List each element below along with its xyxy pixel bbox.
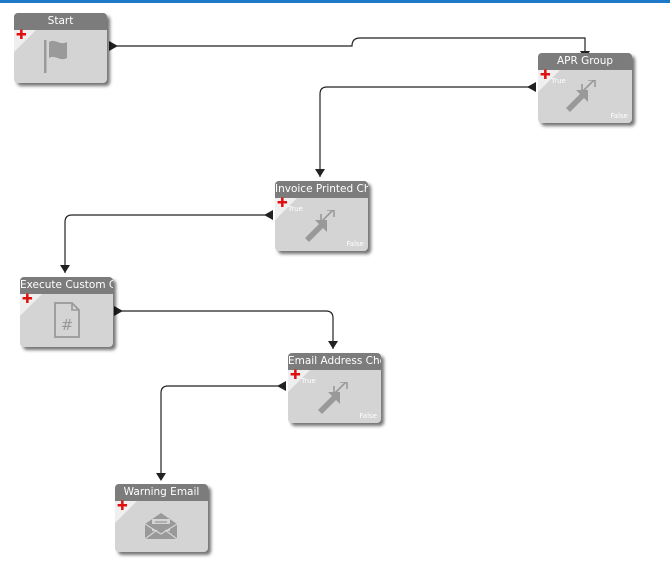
false-label: False <box>346 240 364 248</box>
node-warning-email[interactable]: Warning Email ✚ <box>115 484 208 552</box>
node-corner-tab <box>14 30 36 52</box>
node-corner-tab <box>20 294 42 316</box>
node-title: Warning Email <box>115 484 208 501</box>
add-icon[interactable]: ✚ <box>290 368 301 383</box>
node-corner-tab <box>288 370 310 392</box>
node-title: Email Address Che <box>288 353 381 370</box>
decision-arrows-icon <box>318 382 348 414</box>
connector-execute-to-email <box>121 310 334 349</box>
true-label: True <box>301 377 316 385</box>
email-envelope-icon <box>144 513 178 540</box>
code-document-icon: # <box>54 302 80 338</box>
arrowhead-email <box>328 341 338 349</box>
connector-apr-to-invoice <box>319 86 536 177</box>
node-start[interactable]: Start ✚ <box>14 13 107 83</box>
arrowhead-warning <box>156 473 166 481</box>
arrowhead-execute <box>60 265 70 273</box>
input-arrow-apr-true <box>527 82 536 92</box>
add-icon[interactable]: ✚ <box>22 292 33 307</box>
output-arrow-start <box>109 41 118 51</box>
input-arrow-email-true <box>277 381 286 391</box>
node-title: Execute Custom Co <box>20 277 113 294</box>
add-icon[interactable]: ✚ <box>540 68 551 83</box>
node-title: Invoice Printed Che <box>275 181 368 198</box>
output-arrow-execute <box>114 306 123 316</box>
true-label: True <box>288 205 303 213</box>
node-invoice-printed-check[interactable]: Invoice Printed Che ✚ True False <box>275 181 368 251</box>
node-apr-group[interactable]: APR Group ✚ True False <box>538 53 632 123</box>
flag-icon <box>44 40 67 73</box>
node-title: APR Group <box>538 53 632 70</box>
decision-arrows-icon <box>566 80 596 112</box>
node-email-address-check[interactable]: Email Address Che ✚ True False <box>288 353 381 423</box>
add-icon[interactable]: ✚ <box>277 196 288 211</box>
true-label: True <box>551 77 566 85</box>
false-label: False <box>610 112 628 120</box>
false-label: False <box>359 412 377 420</box>
node-title: Start <box>14 13 107 30</box>
connector-invoice-to-execute <box>64 214 273 273</box>
node-corner-tab <box>275 198 297 220</box>
arrowhead-invoice <box>315 169 325 177</box>
input-arrow-invoice-true <box>264 210 273 220</box>
add-icon[interactable]: ✚ <box>16 28 27 43</box>
node-corner-tab <box>115 501 137 523</box>
add-icon[interactable]: ✚ <box>117 499 128 514</box>
top-border <box>0 0 670 3</box>
node-execute-custom-code[interactable]: Execute Custom Co ✚ # <box>20 277 113 347</box>
connector-email-to-warning <box>160 385 286 480</box>
decision-arrows-icon <box>305 210 335 242</box>
connector-start-to-apr <box>116 37 586 51</box>
node-corner-tab <box>538 70 560 92</box>
svg-text:#: # <box>61 316 74 334</box>
